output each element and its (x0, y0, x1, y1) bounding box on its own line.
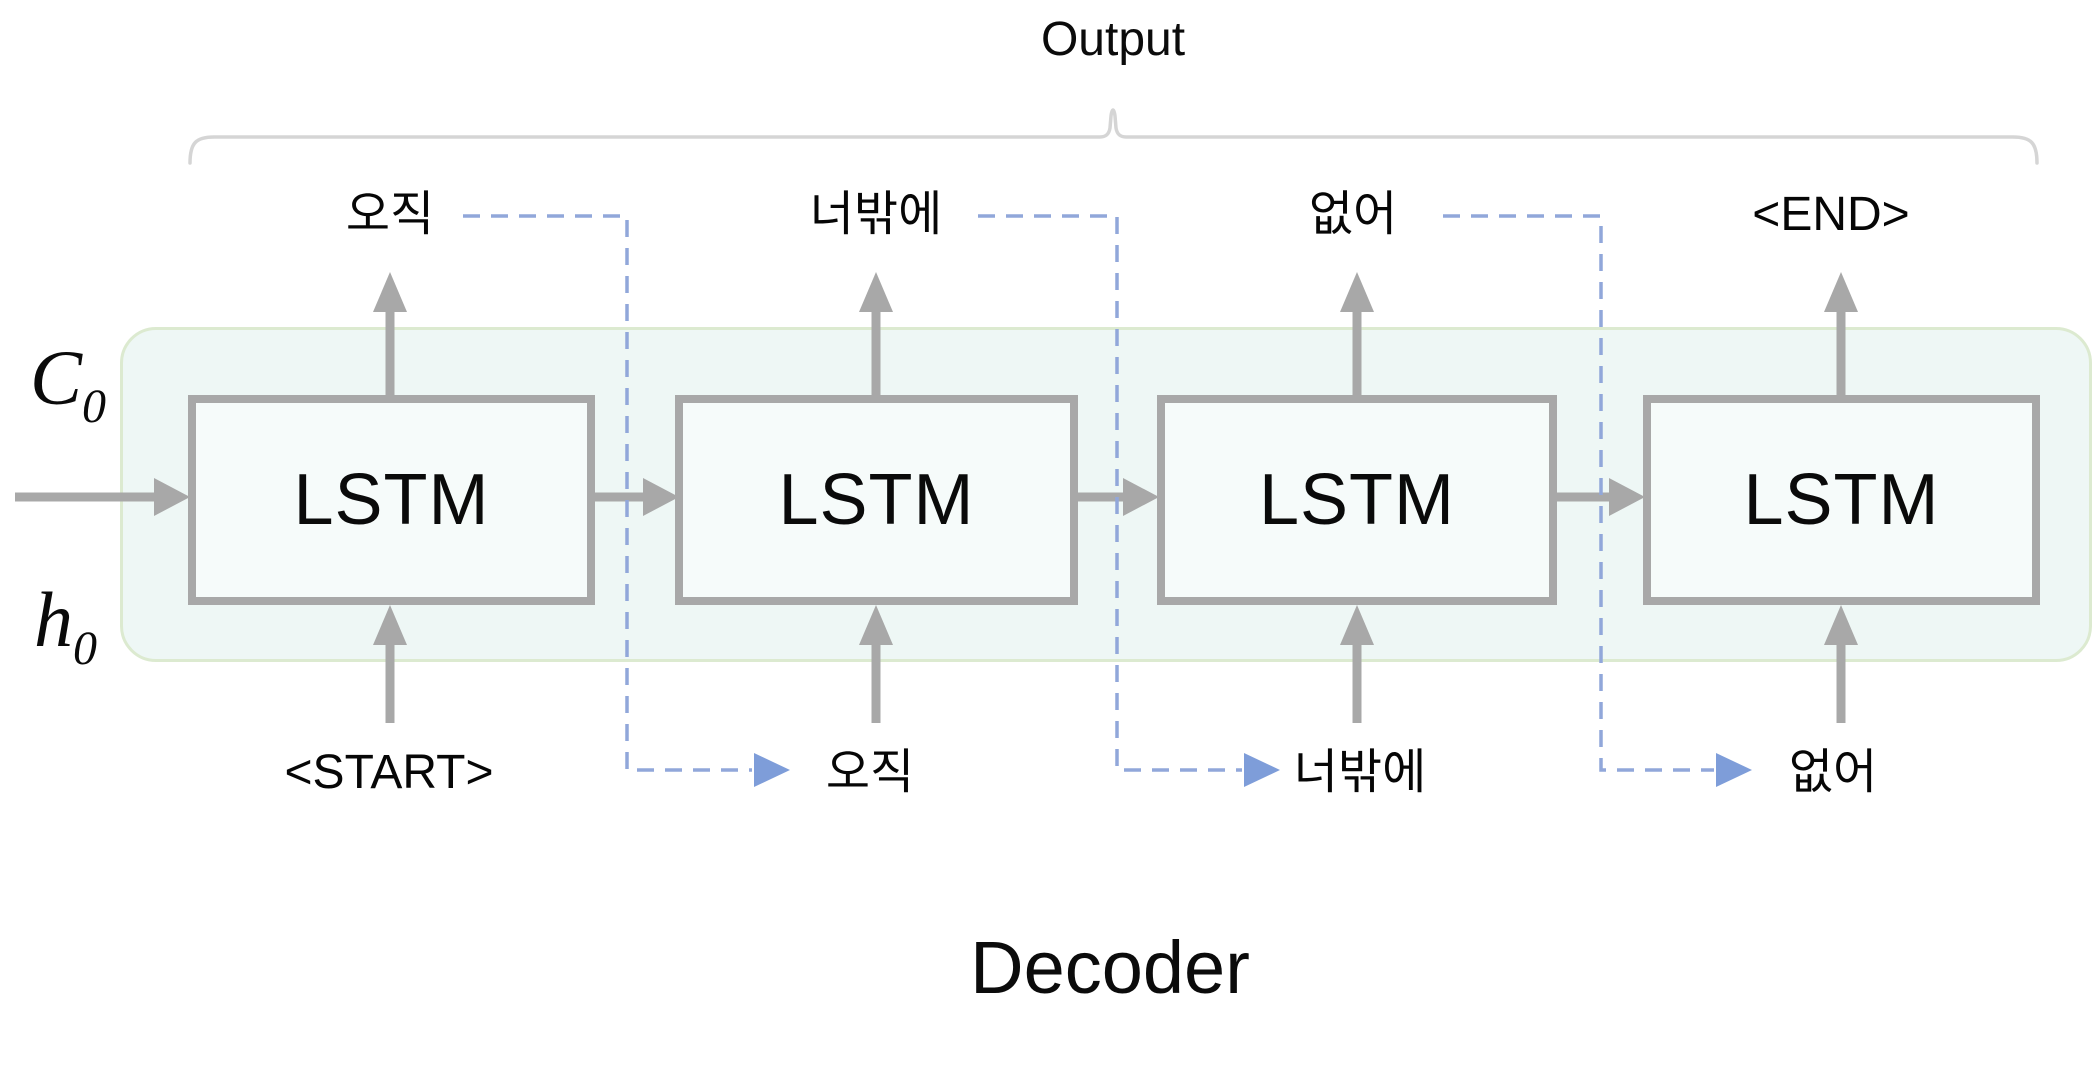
lstm-cell-3: LSTM (1157, 395, 1557, 605)
input-arrow-1 (373, 605, 407, 723)
input-token-1: <START> (284, 746, 494, 799)
hidden-state-arrow-1-2 (590, 478, 679, 516)
lstm-cell-3-label: LSTM (1258, 460, 1456, 540)
output-token-2: 너밖에 (809, 188, 943, 241)
output-token-4: <END> (1752, 188, 1910, 241)
feedback-arrowhead-3 (1716, 753, 1752, 787)
output-brace (188, 108, 2039, 165)
hidden-state-label: h0 (34, 576, 97, 675)
lstm-cell-1: LSTM (188, 395, 595, 605)
output-arrow-1 (373, 272, 407, 399)
input-arrow-2 (859, 605, 893, 723)
cell-state-label: C0 (30, 334, 107, 433)
input-token-3: 너밖에 (1293, 746, 1427, 799)
hidden-state-arrow-3-4 (1552, 478, 1645, 516)
lstm-cell-2-label: LSTM (778, 460, 975, 540)
input-arrow-3 (1340, 605, 1374, 723)
diagram-title: Decoder (970, 926, 1250, 1009)
feedback-line-1 (463, 214, 790, 787)
lstm-cell-4-label: LSTM (1743, 460, 1940, 540)
feedback-line-3 (1443, 214, 1752, 787)
output-token-3: 없어 (1308, 188, 1398, 241)
output-arrow-3 (1340, 272, 1374, 399)
input-arrow-4 (1824, 605, 1858, 723)
feedback-arrowhead-1 (754, 753, 790, 787)
feedback-line-2 (978, 214, 1280, 787)
initial-state-arrow (15, 478, 190, 516)
output-token-1: 오직 (345, 188, 435, 241)
lstm-cell-1-label: LSTM (293, 460, 490, 540)
input-token-2: 오직 (825, 746, 915, 799)
feedback-arrowhead-2 (1244, 753, 1280, 787)
output-group-label: Output (1040, 13, 1186, 66)
input-token-4: 없어 (1788, 746, 1878, 799)
output-arrow-2 (859, 272, 893, 399)
output-arrow-4 (1824, 272, 1858, 399)
